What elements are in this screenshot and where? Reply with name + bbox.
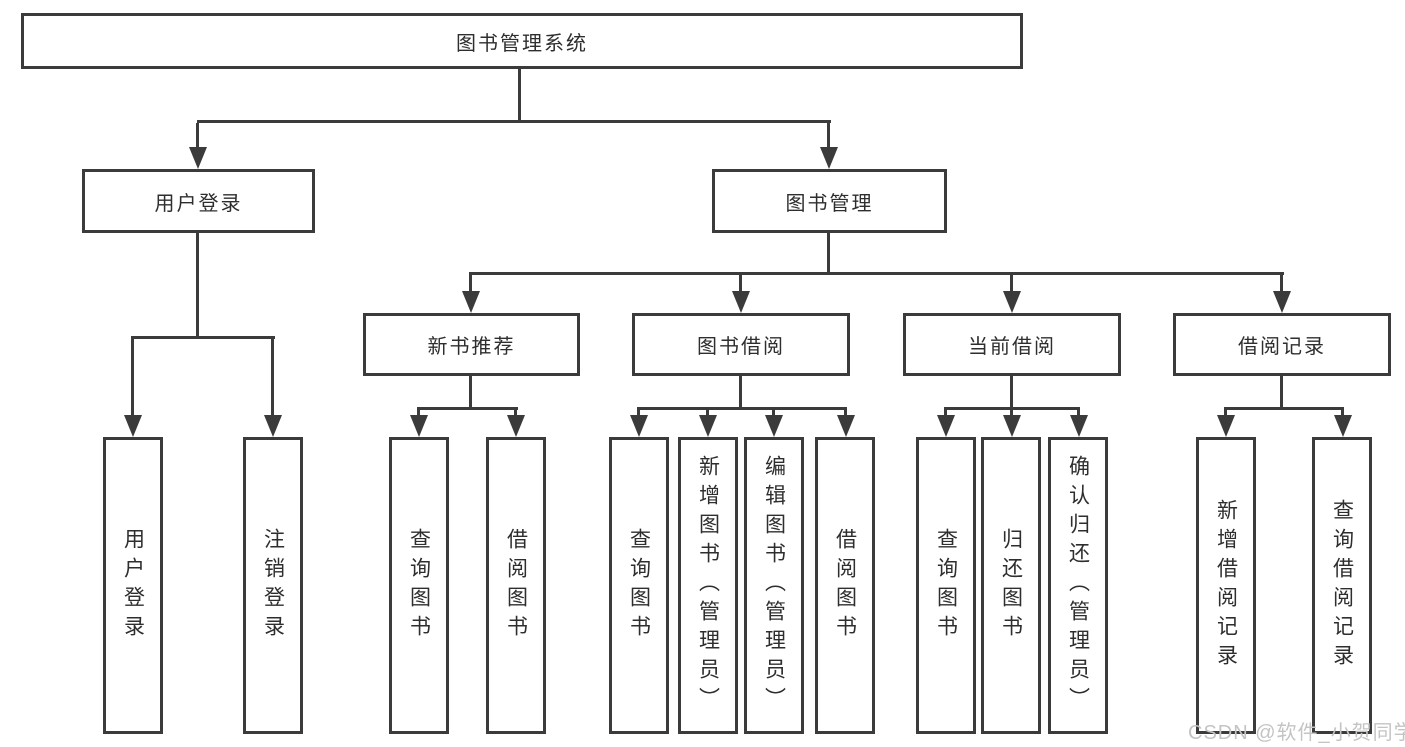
connector-line (827, 233, 830, 275)
arrowhead-down-icon (410, 415, 428, 437)
leaf-confirm-return-admin: 确认归还（管理员） (1048, 437, 1108, 734)
connector-line (944, 407, 1080, 410)
arrowhead-down-icon (1334, 415, 1352, 437)
node-book-borrowing-label: 图书借阅 (697, 336, 785, 358)
leaf-query-books-borrowing-label: 查询图书 (627, 527, 651, 644)
node-current-borrowing: 当前借阅 (903, 313, 1121, 376)
arrowhead-down-icon (264, 415, 282, 437)
arrowhead-down-icon (1070, 415, 1088, 437)
leaf-edit-books-admin-label: 编辑图书（管理员） (762, 455, 786, 716)
leaf-add-books-admin-label: 新增图书（管理员） (696, 455, 720, 716)
leaf-logout-label: 注销登录 (261, 527, 285, 644)
connector-line (739, 275, 742, 293)
leaf-add-books-admin: 新增图书（管理员） (678, 437, 738, 734)
leaf-query-books-recommend-label: 查询图书 (407, 527, 431, 644)
connector-line (1077, 410, 1080, 418)
leaf-query-books-current: 查询图书 (916, 437, 976, 734)
connector-line (1280, 376, 1283, 410)
connector-line (706, 410, 709, 418)
leaf-query-books-current-label: 查询图书 (934, 527, 958, 644)
leaf-borrow-books-recommend-label: 借阅图书 (504, 527, 528, 644)
arrowhead-down-icon (699, 415, 717, 437)
node-new-book-recommend-label: 新书推荐 (427, 336, 516, 358)
leaf-add-borrow-record: 新增借阅记录 (1196, 437, 1256, 734)
connector-line (197, 120, 831, 123)
connector-line (469, 272, 1284, 275)
arrowhead-down-icon (820, 147, 838, 169)
connector-line (469, 275, 472, 293)
node-user-login: 用户登录 (82, 169, 315, 233)
leaf-query-books-borrowing: 查询图书 (609, 437, 669, 734)
connector-line (739, 376, 742, 410)
csdn-watermark: CSDN @软件_小贺同学 (1188, 722, 1405, 744)
connector-line (944, 410, 947, 418)
arrowhead-down-icon (507, 415, 525, 437)
node-current-borrowing-label: 当前借阅 (968, 336, 1056, 358)
connector-line (131, 339, 134, 417)
connector-line (196, 123, 199, 149)
connector-line (518, 69, 521, 123)
arrowhead-down-icon (1003, 415, 1021, 437)
connector-line (1010, 275, 1013, 293)
leaf-return-books-label: 归还图书 (999, 527, 1023, 644)
connector-line (772, 410, 775, 418)
arrowhead-down-icon (937, 415, 955, 437)
connector-line (196, 233, 199, 339)
connector-line (469, 376, 472, 410)
connector-line (1341, 410, 1344, 418)
arrowhead-down-icon (1003, 291, 1021, 313)
connector-line (131, 336, 275, 339)
arrowhead-down-icon (1217, 415, 1235, 437)
connector-line (1010, 376, 1013, 410)
leaf-borrow-books-label: 借阅图书 (833, 527, 857, 644)
leaf-query-books-recommend: 查询图书 (389, 437, 449, 734)
leaf-borrow-books: 借阅图书 (815, 437, 875, 734)
connector-line (1010, 410, 1013, 418)
leaf-edit-books-admin: 编辑图书（管理员） (744, 437, 804, 734)
arrowhead-down-icon (1273, 291, 1291, 313)
node-book-management: 图书管理 (712, 169, 947, 233)
leaf-logout: 注销登录 (243, 437, 303, 734)
arrowhead-down-icon (732, 291, 750, 313)
connector-line (637, 410, 640, 418)
node-borrow-records: 借阅记录 (1173, 313, 1391, 376)
connector-line (844, 410, 847, 418)
connector-line (1224, 410, 1227, 418)
node-root: 图书管理系统 (21, 13, 1023, 69)
leaf-add-borrow-record-label: 新增借阅记录 (1214, 498, 1238, 673)
leaf-confirm-return-admin-label: 确认归还（管理员） (1066, 455, 1090, 716)
node-user-login-label: 用户登录 (154, 192, 243, 215)
node-borrow-records-label: 借阅记录 (1238, 336, 1326, 358)
leaf-user-login-label: 用户登录 (121, 527, 145, 644)
node-book-borrowing: 图书借阅 (632, 313, 850, 376)
arrowhead-down-icon (765, 415, 783, 437)
leaf-user-login: 用户登录 (103, 437, 163, 734)
arrowhead-down-icon (124, 415, 142, 437)
connector-line (417, 410, 420, 418)
connector-line (514, 410, 517, 418)
node-book-management-label: 图书管理 (785, 192, 874, 215)
connector-line (1224, 407, 1344, 410)
leaf-query-borrow-record-label: 查询借阅记录 (1330, 498, 1354, 673)
connector-line (417, 407, 518, 410)
connector-line (827, 123, 830, 149)
arrowhead-down-icon (630, 415, 648, 437)
leaf-query-borrow-record: 查询借阅记录 (1312, 437, 1372, 734)
arrowhead-down-icon (837, 415, 855, 437)
node-new-book-recommend: 新书推荐 (363, 313, 580, 376)
leaf-borrow-books-recommend: 借阅图书 (486, 437, 546, 734)
connector-line (271, 339, 274, 417)
arrowhead-down-icon (462, 291, 480, 313)
node-root-label: 图书管理系统 (456, 32, 588, 55)
connector-line (1280, 275, 1283, 293)
connector-line (637, 407, 847, 410)
leaf-return-books: 归还图书 (981, 437, 1041, 734)
arrowhead-down-icon (189, 147, 207, 169)
